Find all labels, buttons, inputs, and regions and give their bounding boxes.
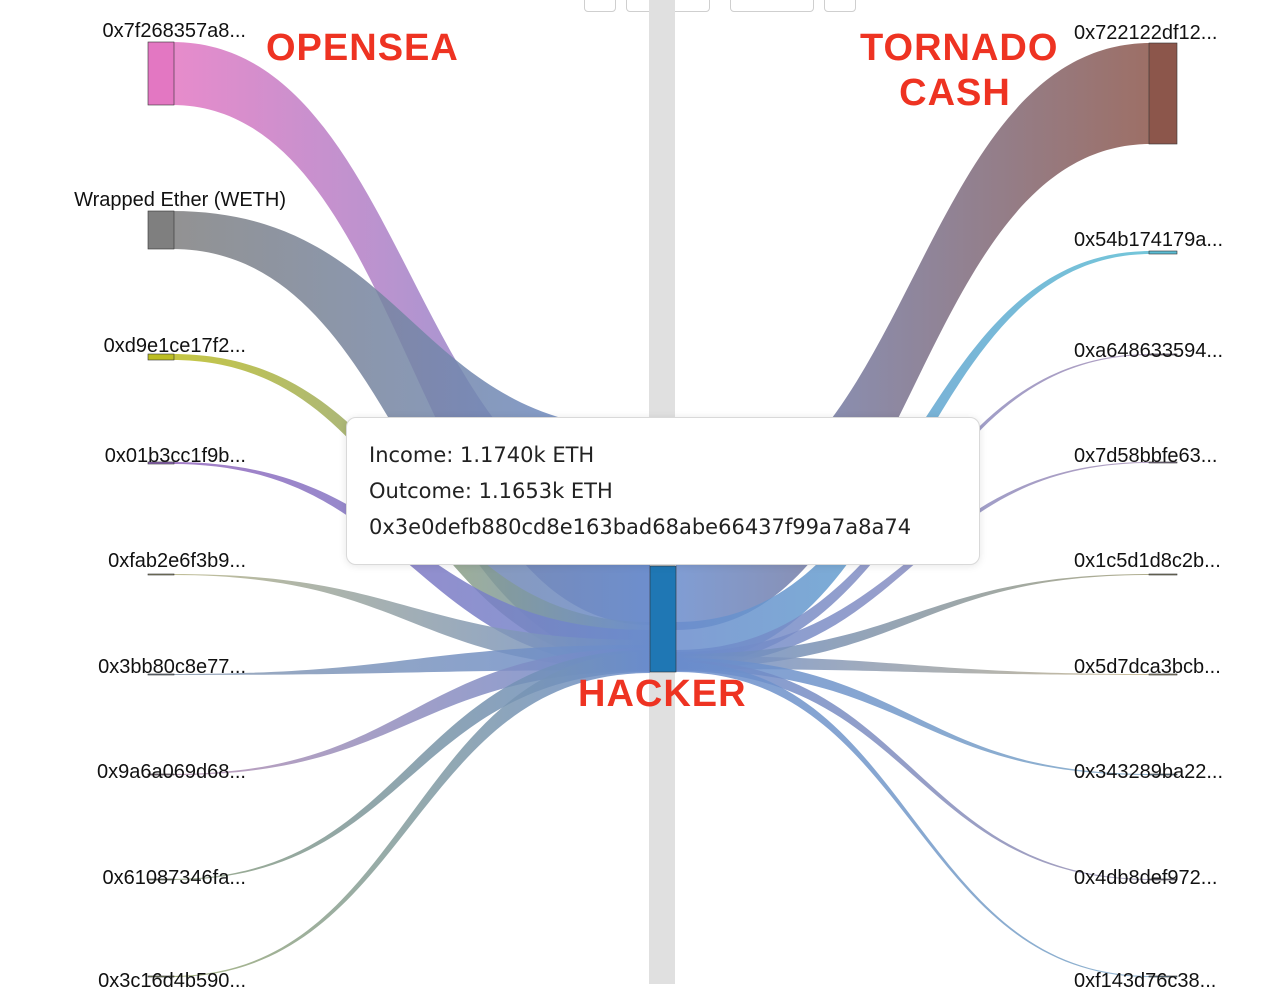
right-node-0[interactable] [1148, 42, 1178, 145]
right-slider-field[interactable] [730, 0, 814, 12]
left-node-0[interactable] [147, 41, 175, 106]
left-node-label-2[interactable]: 0xd9e1ce17f2... [103, 335, 246, 357]
left-node-label-0[interactable]: 0x7f268357a8... [102, 20, 246, 42]
left-node-1[interactable] [147, 210, 175, 250]
flow-link-right-6[interactable] [676, 658, 1151, 775]
right-node-label-2[interactable]: 0xa648633594... [1074, 340, 1224, 362]
tooltip-outcome: Outcome: 1.1653k ETH [369, 479, 613, 503]
right-node-label-4[interactable]: 0x1c5d1d8c2b... [1074, 550, 1221, 572]
left-node-label-3[interactable]: 0x01b3cc1f9b... [104, 445, 246, 467]
left-node-6[interactable] [147, 773, 175, 776]
left-node-8[interactable] [147, 975, 175, 978]
node-tooltip: Income: 1.1740k ETH Outcome: 1.1653k ETH… [346, 417, 980, 565]
left-node-label-7[interactable]: 0x61087346fa... [102, 867, 246, 889]
right-node-6[interactable] [1148, 773, 1178, 776]
left-node-label-1[interactable]: Wrapped Ether (WETH) [74, 189, 286, 211]
flow-link-left-3[interactable] [172, 462, 650, 668]
right-node-label-7[interactable]: 0x4db8def972... [1074, 867, 1218, 889]
flow-link-right-8[interactable] [676, 662, 1151, 977]
hacker-node[interactable] [649, 565, 677, 673]
left-node-3[interactable] [147, 461, 175, 465]
flow-link-right-5[interactable] [676, 656, 1151, 675]
right-node-label-6[interactable]: 0x343289ba22... [1074, 761, 1224, 783]
flow-link-left-4[interactable] [172, 574, 650, 669]
right-node-2[interactable] [1148, 353, 1178, 356]
right-node-label-8[interactable]: 0xf143d76c38... [1074, 970, 1217, 992]
flow-link-left-8[interactable] [172, 652, 650, 977]
tornado-cash-callout: TORNADO CASH [860, 27, 1059, 114]
left-node-2[interactable] [147, 353, 175, 361]
right-node-8[interactable] [1148, 975, 1178, 978]
right-control-box[interactable] [824, 0, 856, 12]
right-node-label-1[interactable]: 0x54b174179a... [1074, 229, 1224, 251]
right-node-5[interactable] [1148, 673, 1178, 676]
hacker-callout: HACKER [578, 673, 747, 715]
left-node-4[interactable] [147, 573, 175, 576]
left-control-box[interactable] [584, 0, 616, 12]
left-node-label-6[interactable]: 0x9a6a069d68... [96, 761, 246, 783]
flow-link-right-4[interactable] [676, 574, 1151, 668]
flow-link-right-7[interactable] [676, 660, 1151, 880]
right-node-1[interactable] [1148, 250, 1178, 255]
right-node-label-3[interactable]: 0x7d58bbfe63... [1074, 445, 1218, 467]
right-node-7[interactable] [1148, 878, 1178, 881]
left-node-label-8[interactable]: 0x3c16d4b590... [98, 970, 246, 992]
right-node-label-0[interactable]: 0x722122df12... [1074, 22, 1218, 44]
right-node-3[interactable] [1148, 461, 1178, 464]
left-node-7[interactable] [147, 878, 175, 881]
flow-nodes [147, 41, 1178, 978]
flow-link-left-7[interactable] [172, 650, 650, 880]
opensea-callout: OPENSEA [266, 27, 459, 69]
tooltip-income: Income: 1.1740k ETH [369, 443, 595, 467]
right-node-4[interactable] [1148, 573, 1178, 576]
tooltip-address: 0x3e0defb880cd8e163bad68abe66437f99a7a8a… [369, 515, 912, 539]
left-node-label-5[interactable]: 0x3bb80c8e77... [98, 656, 246, 678]
left-node-label-4[interactable]: 0xfab2e6f3b9... [108, 550, 246, 572]
left-node-5[interactable] [147, 673, 175, 676]
right-node-label-5[interactable]: 0x5d7dca3bcb... [1074, 656, 1221, 678]
